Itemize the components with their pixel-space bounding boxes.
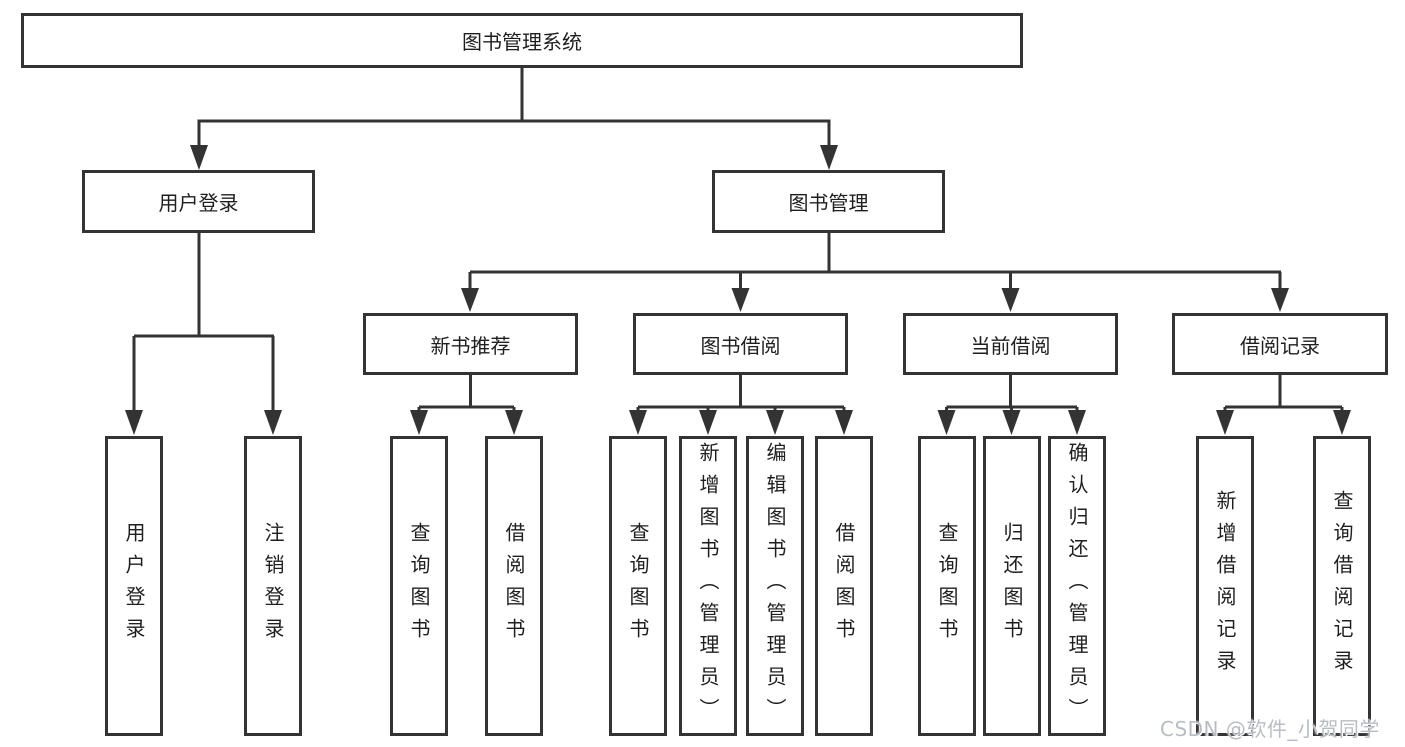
leaf-confirm-return-admin: 确认归还（管理员） — [1048, 436, 1106, 736]
arrow-down-icon — [461, 288, 479, 312]
node-borrow-records: 借阅记录 — [1172, 313, 1388, 375]
arrow-down-icon — [1333, 410, 1351, 435]
arrow-down-icon — [699, 410, 717, 435]
node-current-borrow: 当前借阅 — [903, 313, 1118, 375]
csdn-watermark: CSDN @软件_小贺同学 — [1160, 717, 1380, 741]
leaf-label: 编辑图书（管理员） — [763, 442, 787, 730]
node-label: 图书管理 — [788, 191, 869, 215]
arrow-down-icon — [505, 410, 523, 435]
leaf-label: 新增借阅记录 — [1213, 490, 1237, 682]
arrow-down-icon — [766, 410, 784, 435]
node-label: 图书借阅 — [700, 333, 781, 358]
leaf-label: 查询图书 — [407, 522, 431, 650]
leaf-borrow-books: 借阅图书 — [815, 436, 873, 736]
arrow-down-icon — [1002, 410, 1021, 435]
arrow-down-icon — [190, 145, 208, 170]
arrow-down-icon — [1216, 410, 1234, 435]
node-label: 新书推荐 — [430, 333, 511, 358]
leaf-label: 新增图书（管理员） — [696, 442, 720, 730]
leaf-label: 用户登录 — [122, 522, 146, 650]
leaf-label: 查询借阅记录 — [1330, 490, 1354, 682]
leaf-query-borrow-record: 查询借阅记录 — [1313, 436, 1371, 736]
leaf-query-books-recommend: 查询图书 — [390, 436, 448, 736]
arrow-down-icon — [1271, 288, 1289, 312]
leaf-label: 确认归还（管理员） — [1065, 442, 1089, 730]
node-library-system-root: 图书管理系统 — [21, 13, 1023, 68]
node-label: 当前借阅 — [970, 333, 1051, 358]
arrow-down-icon — [125, 410, 143, 435]
node-label: 借阅记录 — [1240, 333, 1320, 358]
arrow-down-icon — [820, 145, 838, 170]
leaf-add-book-admin: 新增图书（管理员） — [679, 436, 737, 736]
leaf-edit-book-admin: 编辑图书（管理员） — [746, 436, 804, 736]
arrow-down-icon — [1001, 288, 1020, 312]
node-book-management-branch: 图书管理 — [712, 170, 945, 233]
leaf-label: 查询图书 — [626, 522, 650, 650]
leaf-label: 注销登录 — [261, 522, 285, 650]
arrow-down-icon — [835, 410, 853, 435]
arrow-down-icon — [629, 410, 647, 435]
leaf-label: 归还图书 — [1000, 522, 1024, 650]
leaf-label: 查询图书 — [935, 522, 959, 650]
leaf-logout: 注销登录 — [244, 436, 302, 736]
leaf-query-books-borrow: 查询图书 — [609, 436, 667, 736]
leaf-label: 借阅图书 — [502, 522, 526, 650]
arrowhead-group — [125, 145, 1351, 435]
leaf-borrow-books-recommend: 借阅图书 — [485, 436, 543, 736]
node-label: 图书管理系统 — [462, 30, 582, 54]
leaf-user-login: 用户登录 — [105, 436, 163, 736]
arrow-down-icon — [731, 288, 750, 312]
arrow-down-icon — [937, 410, 956, 435]
leaf-query-books-current: 查询图书 — [918, 436, 976, 736]
leaf-add-borrow-record: 新增借阅记录 — [1196, 436, 1254, 736]
arrow-down-icon — [410, 410, 428, 435]
node-label: 用户登录 — [158, 191, 239, 215]
node-user-login-branch: 用户登录 — [82, 170, 315, 233]
leaf-label: 借阅图书 — [832, 522, 856, 650]
arrow-down-icon — [1068, 410, 1086, 435]
leaf-return-book: 归还图书 — [983, 436, 1041, 736]
node-new-book-recommend: 新书推荐 — [363, 313, 578, 375]
arrow-down-icon — [264, 410, 282, 435]
node-book-borrow: 图书借阅 — [633, 313, 848, 375]
